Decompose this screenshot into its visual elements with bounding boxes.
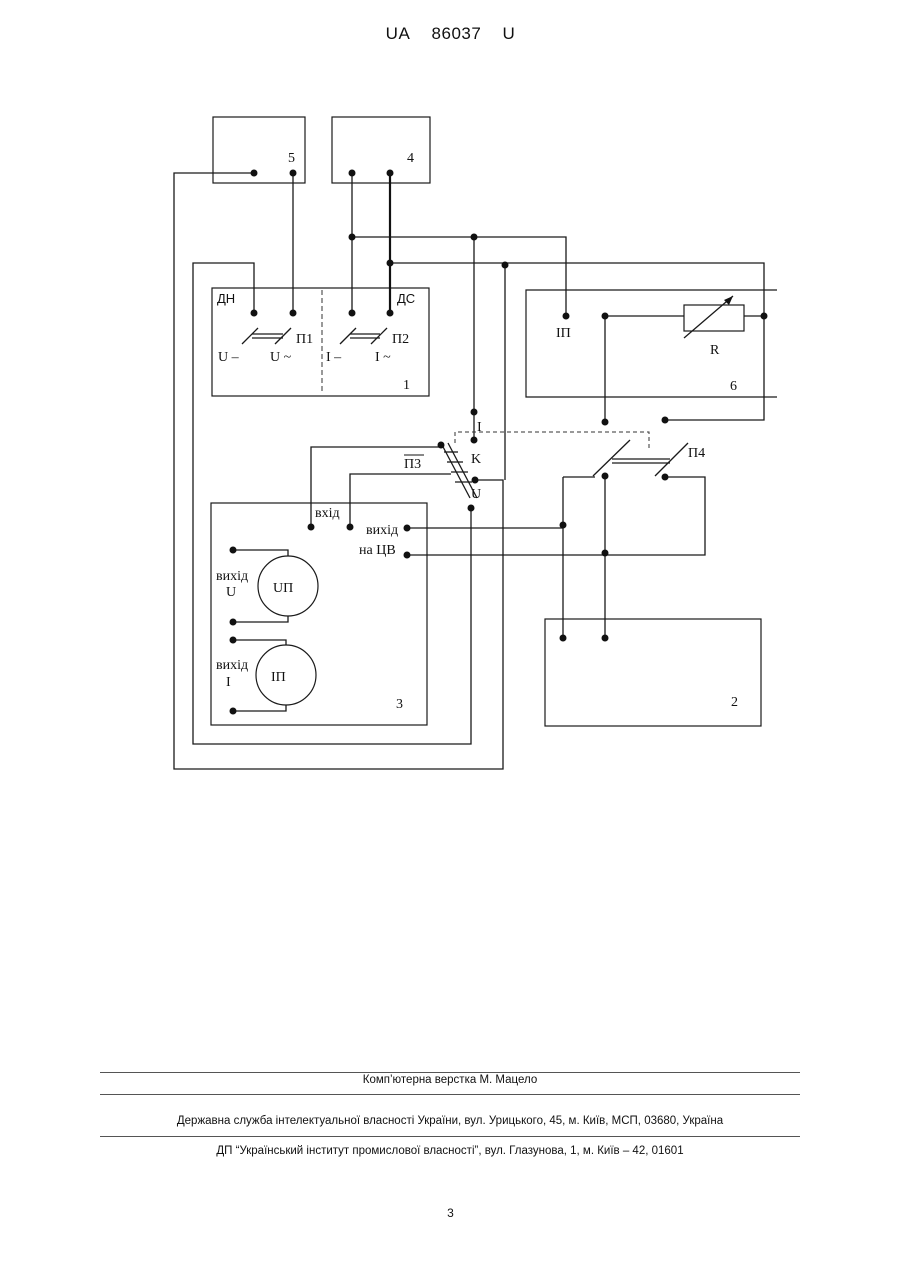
resistor-icon	[684, 305, 744, 331]
block-6: IП R 6	[526, 290, 777, 397]
out-i-line1: вихід	[216, 658, 248, 673]
block-3-output-line2: на ЦВ	[359, 543, 396, 558]
footer-rule-mid	[100, 1094, 800, 1095]
block-1: ДН ДС U – U ~ I – I ~ П1 П2 1	[212, 288, 429, 396]
footer-line-2: Державна служба інтелектуальної власност…	[100, 1115, 800, 1127]
out-i-line2: I	[226, 675, 231, 690]
label-u-ac: U ~	[270, 350, 292, 365]
switch-k-u-label: U	[471, 487, 481, 502]
wires	[174, 173, 764, 769]
out-u-line2: U	[226, 585, 236, 600]
block-4-number: 4	[407, 151, 414, 166]
switch-p2-icon	[340, 328, 387, 344]
out-u-line1: вихід	[216, 569, 248, 584]
footer-line-3: ДП “Український інститут промислової вла…	[100, 1145, 800, 1157]
resistor-adjust-arrow	[684, 296, 733, 338]
label-i-dc: I –	[326, 350, 342, 365]
switch-k-label: K	[471, 452, 481, 467]
block-1-number: 1	[403, 378, 410, 393]
block-3-output-line1: вихід	[366, 523, 398, 538]
switch-p1-icon	[242, 328, 291, 344]
ammeter-label: IП	[271, 670, 286, 685]
block-1-left-title: ДН	[217, 291, 235, 306]
resistor-label: R	[710, 343, 720, 358]
junction-dots	[230, 170, 768, 715]
block-5-number: 5	[288, 151, 295, 166]
block-3: вхід вихід на ЦВ вихід U вихід I UП IП 3	[211, 503, 427, 725]
circuit-diagram: 5 4 ДН ДС U – U ~ I – I ~ П1 П2 1	[0, 0, 901, 800]
footer-line-1: Комп’ютерна верстка М. Мацело	[100, 1074, 800, 1086]
page-number: 3	[0, 1206, 901, 1220]
label-u-dc: U –	[218, 350, 240, 365]
block-3-number: 3	[396, 697, 403, 712]
ammeter-icon	[256, 645, 316, 705]
label-i-ac: I ~	[375, 350, 391, 365]
voltmeter-label: UП	[273, 581, 293, 596]
block-3-input-label: вхід	[315, 506, 340, 521]
block-2: 2	[545, 619, 761, 726]
switch-k-i-label: I	[477, 420, 482, 435]
switch-p3-label: П3	[404, 457, 421, 472]
block-2-number: 2	[731, 695, 738, 710]
block-1-right-title: ДС	[397, 291, 415, 306]
switch-p4-label: П4	[688, 446, 705, 461]
switch-p2-label: П2	[392, 332, 409, 347]
footer-rule-bottom	[100, 1136, 800, 1137]
footer-rule-top	[100, 1072, 800, 1073]
block-6-number: 6	[730, 379, 737, 394]
switch-p1-label: П1	[296, 332, 313, 347]
switch-p4-icon	[593, 440, 688, 476]
block-6-terminal-label: IП	[556, 326, 571, 341]
block-4: 4	[332, 117, 430, 183]
